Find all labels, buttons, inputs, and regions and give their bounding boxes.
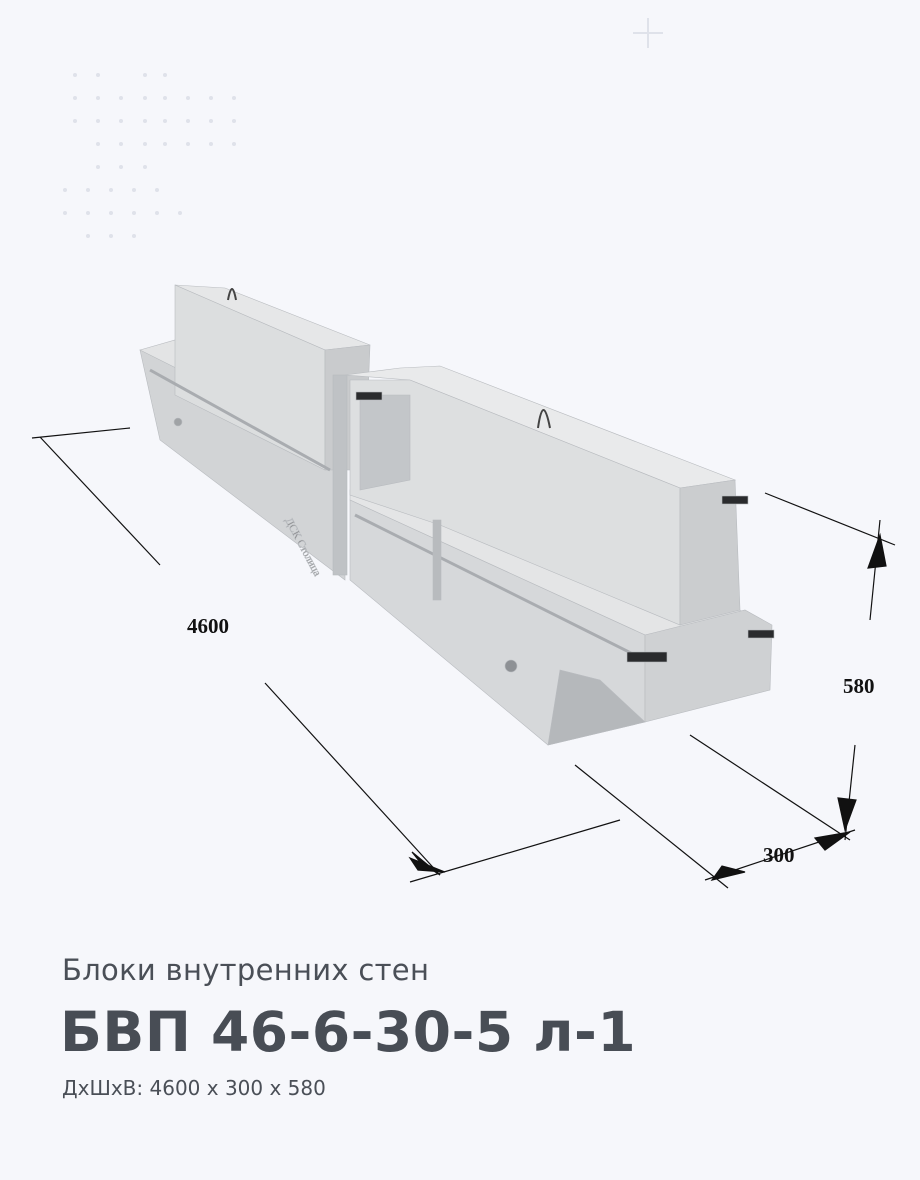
dot [96, 165, 100, 169]
dot [96, 96, 100, 100]
dot [132, 188, 136, 192]
length-dimension-label: 4600 [187, 614, 229, 638]
concrete-block-rear: ДСК Столица [139, 284, 371, 581]
dot [232, 119, 236, 123]
dot [209, 142, 213, 146]
dot [143, 165, 147, 169]
dot [109, 188, 113, 192]
dot [132, 234, 136, 238]
dot [155, 188, 159, 192]
dot [232, 96, 236, 100]
dot [143, 73, 147, 77]
dot [143, 119, 147, 123]
dot [119, 142, 123, 146]
dot [119, 165, 123, 169]
dot [86, 188, 90, 192]
dot [163, 73, 167, 77]
dot [73, 119, 77, 123]
dot [73, 73, 77, 77]
dot [209, 96, 213, 100]
dot [143, 96, 147, 100]
dot [232, 142, 236, 146]
concrete-block-front [344, 365, 775, 746]
dot [63, 211, 67, 215]
dot [132, 211, 136, 215]
dot [178, 211, 182, 215]
product-title: БВП 46-6-30-5 л-1 [60, 1000, 637, 1064]
dot [96, 142, 100, 146]
dot [86, 211, 90, 215]
decorative-dots [63, 73, 236, 238]
height-dimension-label: 580 [843, 674, 875, 698]
dot [119, 119, 123, 123]
dot [163, 96, 167, 100]
plus-icon [633, 18, 663, 48]
dot [186, 96, 190, 100]
dot [209, 119, 213, 123]
width-dimension-label: 300 [763, 843, 795, 867]
dot [109, 234, 113, 238]
dot [163, 142, 167, 146]
dot [96, 73, 100, 77]
dot [96, 119, 100, 123]
dot [119, 96, 123, 100]
dot [186, 142, 190, 146]
dot [163, 119, 167, 123]
dot [86, 234, 90, 238]
dimension-lines [31, 427, 896, 889]
dot [186, 119, 190, 123]
dot [63, 188, 67, 192]
dot [73, 96, 77, 100]
dot [143, 142, 147, 146]
dot [155, 211, 159, 215]
product-category: Блоки внутренних стен [62, 953, 430, 987]
product-dimensions: ДхШхВ: 4600 х 300 х 580 [62, 1076, 326, 1100]
dot [109, 211, 113, 215]
